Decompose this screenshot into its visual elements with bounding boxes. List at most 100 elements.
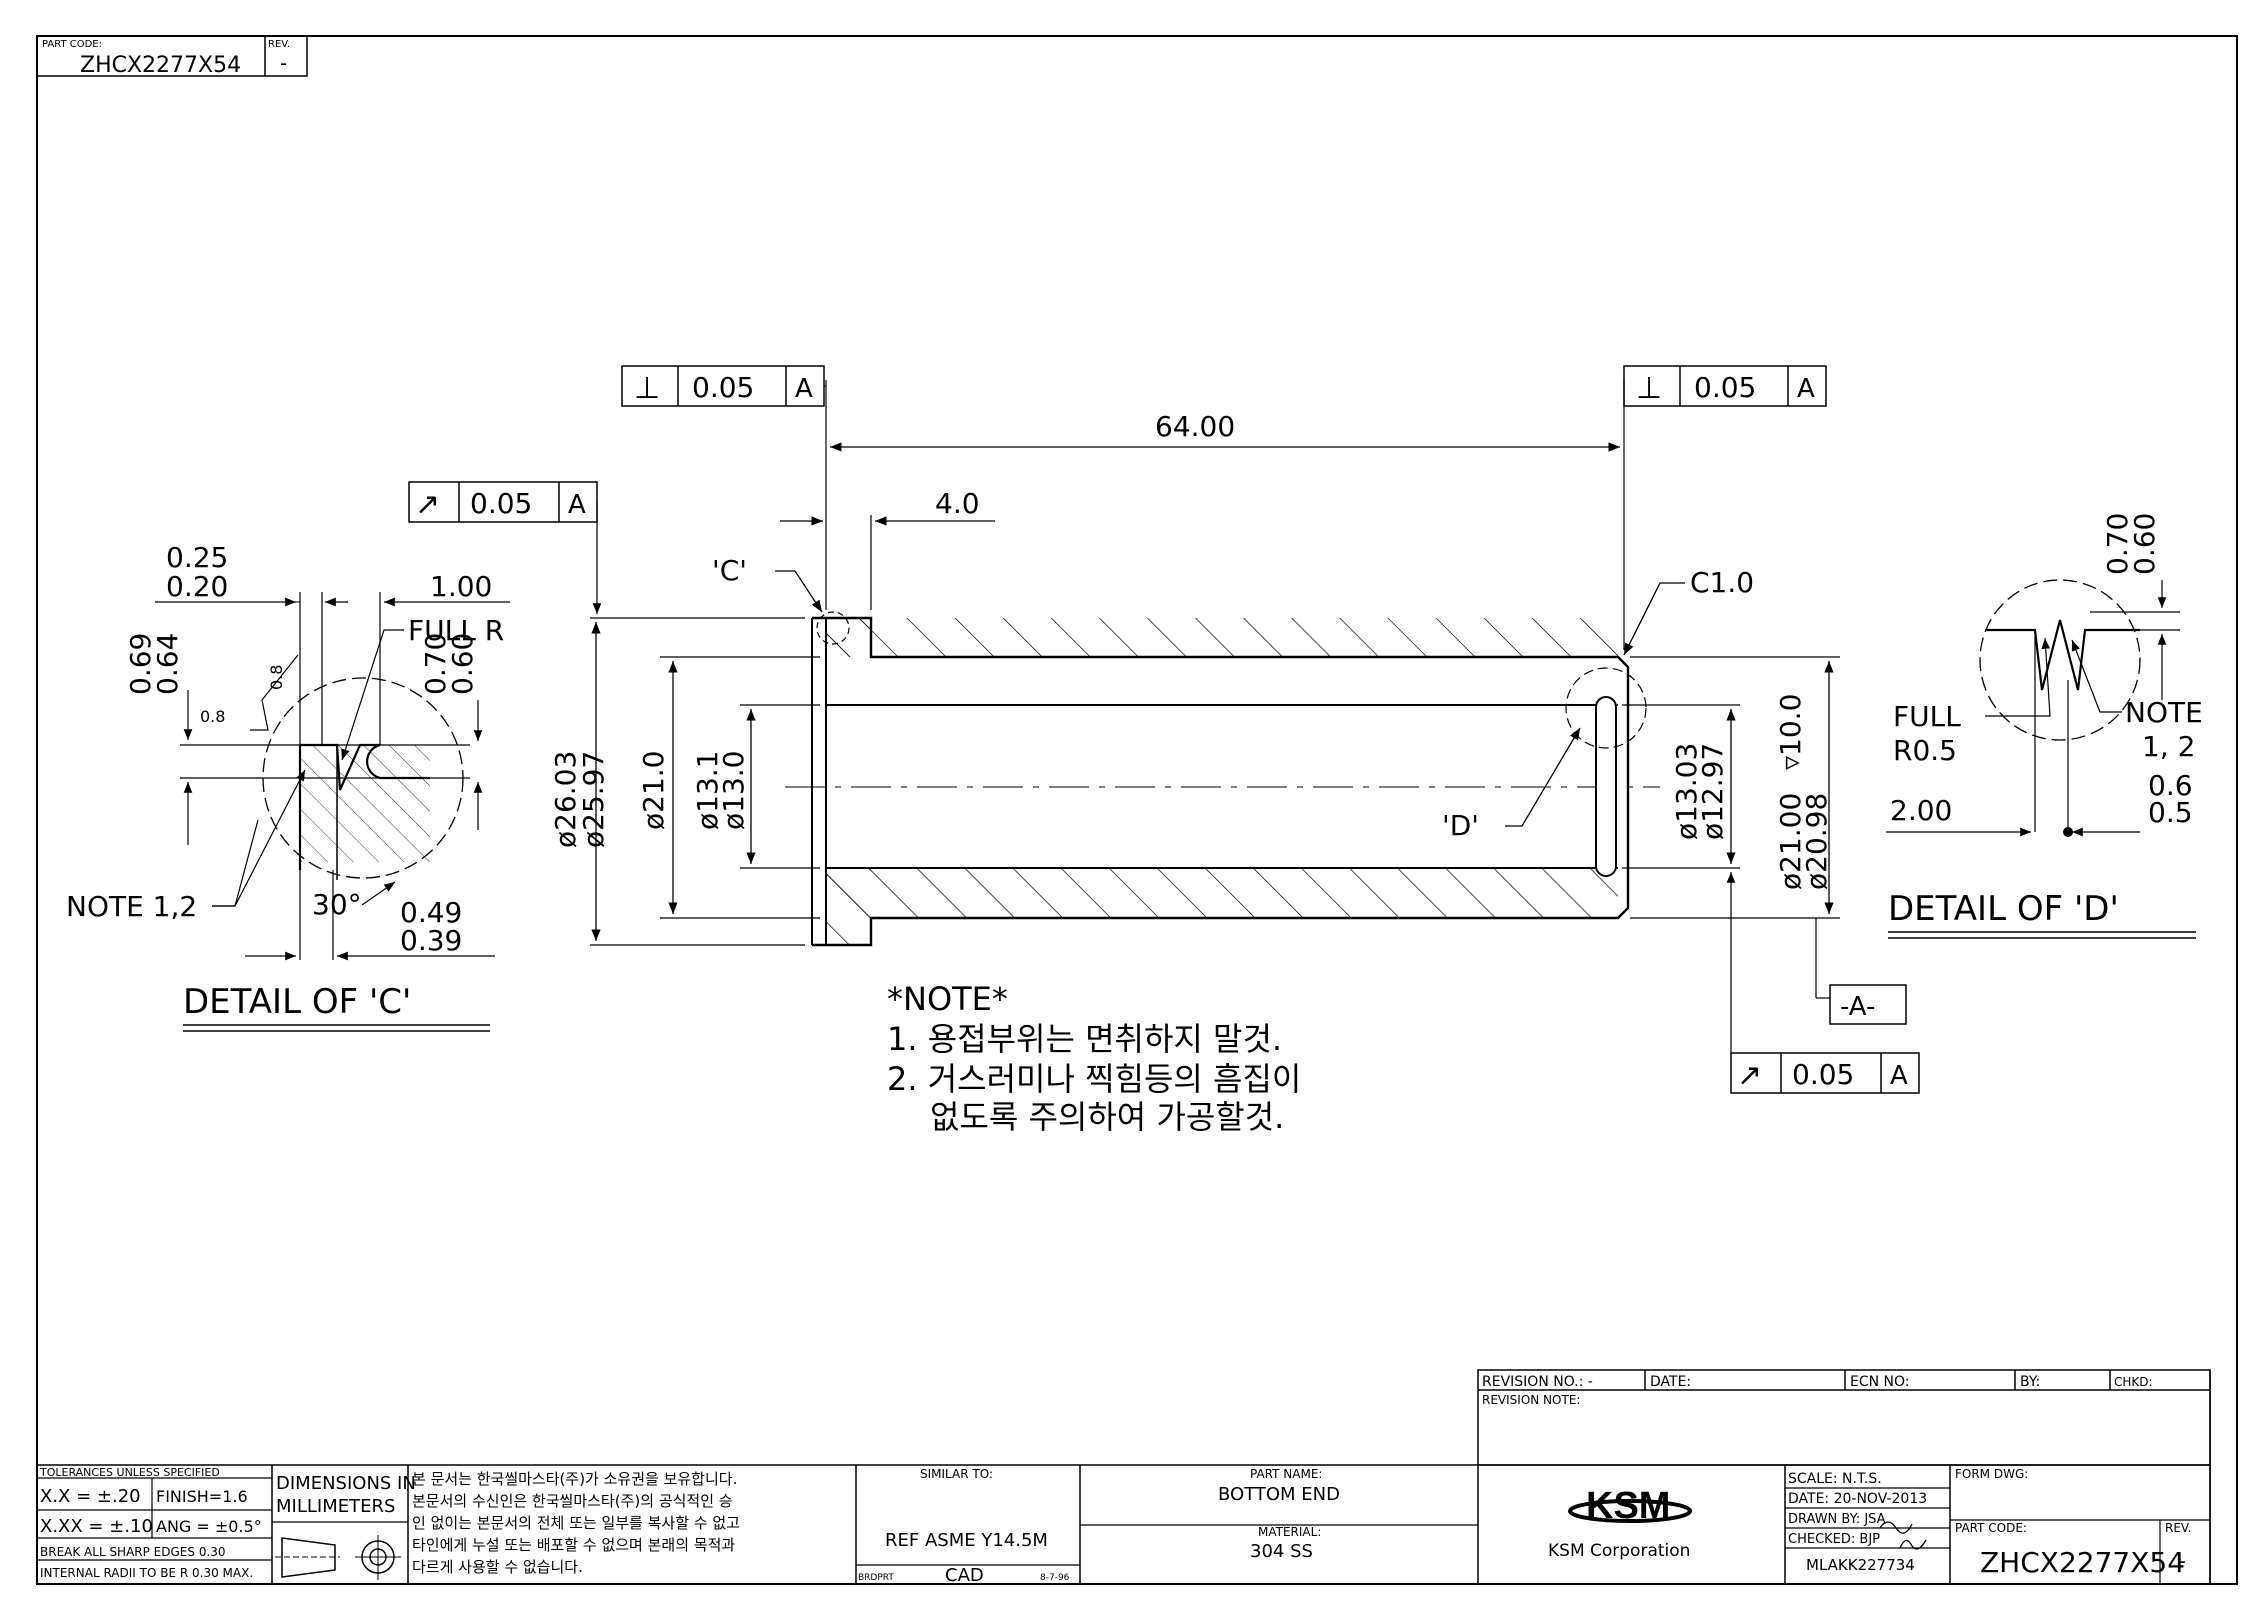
flange-bottom-hatch [826,868,871,945]
dim-length: 64.00 [1155,410,1235,443]
svg-text:FORM DWG:: FORM DWG: [1955,1467,2028,1481]
svg-text:FULL R: FULL R [408,614,504,647]
datum-a-label: -A- [1840,992,1875,1022]
note-line-3: 없도록 주의하여 가공할것. [930,1098,1284,1136]
svg-text:BREAK ALL SHARP EDGES 0.30: BREAK ALL SHARP EDGES 0.30 [40,1545,226,1559]
main-section-view: 64.00 4.0 ø26.03 ø25.97 ø21.0 ø13.1 ø13.… [408,365,1920,1094]
projection-cone-icon [281,1537,336,1578]
svg-text:A: A [795,374,813,404]
svg-text:30°: 30° [312,888,362,921]
svg-text:다르게 사용할 수 없습니다.: 다르게 사용할 수 없습니다. [412,1558,583,1576]
gdt-perpendicularity-right: ⊥ 0.05 A [1623,365,1827,407]
dim-od-lower: ø25.97 [577,751,610,848]
svg-text:0.8: 0.8 [267,665,286,690]
svg-text:SIMILAR TO:: SIMILAR TO: [920,1467,993,1481]
dim-flange-width: 4.0 [935,487,980,520]
dim-right-od-lower: ø20.98 [1800,793,1833,890]
detail-d-title: DETAIL OF 'D' [1888,889,2119,929]
svg-text:2.00: 2.00 [1890,794,1952,827]
dim-right-od-depth: ▿10.0 [1774,694,1807,770]
notes-header: *NOTE* [887,980,1008,1018]
svg-text:A: A [1797,374,1815,404]
svg-text:0.8: 0.8 [200,707,225,726]
svg-text:BRDPRT: BRDPRT [858,1573,894,1583]
dim-right-bore-upper: ø13.03 [1670,743,1703,840]
svg-text:0.6: 0.6 [2148,769,2193,802]
part-code-value: ZHCX2277X54 [80,53,241,78]
svg-text:CAD: CAD [945,1565,984,1586]
svg-text:0.25: 0.25 [166,541,228,574]
part-code-header: PART CODE: ZHCX2277X54 REV. - [36,35,308,78]
svg-text:R0.5: R0.5 [1893,734,1957,767]
gdt-runout-bottom: ↗ 0.05 A [1730,1052,1920,1094]
svg-text:0.69: 0.69 [124,633,157,695]
svg-text:REF ASME Y14.5M: REF ASME Y14.5M [885,1530,1048,1551]
svg-text:0.05: 0.05 [1792,1058,1854,1091]
note-line-2: 2. 거스러미나 찍힘등의 흠집이 [887,1060,1301,1098]
detail-c-title: DETAIL OF 'C' [183,982,411,1022]
svg-text:A: A [1890,1061,1908,1091]
svg-text:SCALE: N.T.S.: SCALE: N.T.S. [1788,1471,1882,1487]
part-code-rev-label: REV. [268,39,290,50]
svg-text:CHKD:: CHKD: [2114,1375,2153,1389]
svg-text:MATERIAL:: MATERIAL: [1258,1525,1321,1539]
svg-text:DIMENSIONS IN: DIMENSIONS IN [276,1473,416,1494]
svg-text:KSM Corporation: KSM Corporation [1548,1541,1690,1561]
title-block: TOLERANCES UNLESS SPECIFIED X.X = ±.20 F… [36,1464,2211,1586]
dim-bore-upper: ø13.1 [691,751,724,830]
flange-top-hatch [826,618,871,657]
groove-d [1595,696,1617,877]
svg-text:↗: ↗ [1737,1058,1762,1093]
svg-text:0.5: 0.5 [2148,796,2193,829]
title-part-code: ZHCX2277X54 [1980,1546,2185,1579]
datum-a-frame [1829,984,1907,1025]
svg-text:0.49: 0.49 [400,896,462,929]
svg-text:0.20: 0.20 [166,570,228,603]
dim-right-bore-lower: ø12.97 [1696,743,1729,840]
svg-text:0.70: 0.70 [2101,513,2134,575]
svg-text:MILLIMETERS: MILLIMETERS [276,1496,395,1517]
dim-bore-lower: ø13.0 [717,751,750,830]
wall-top-hatch [826,618,1618,657]
svg-text:DATE:: DATE: [1650,1374,1691,1390]
svg-text:0.05: 0.05 [1694,371,1756,404]
notes-block: *NOTE* 1. 용접부위는 면취하지 말것. 2. 거스러미나 찍힘등의 흠… [887,980,1301,1136]
svg-text:1, 2: 1, 2 [2142,730,2195,763]
svg-text:ANG = ±0.5°: ANG = ±0.5° [156,1517,262,1536]
svg-text:MLAKK227734: MLAKK227734 [1806,1556,1915,1574]
detail-d-callout: 'D' [1442,809,1479,842]
svg-text:↗: ↗ [415,487,440,522]
svg-text:0.39: 0.39 [400,924,462,957]
svg-text:0.05: 0.05 [470,487,532,520]
svg-text:PART CODE:: PART CODE: [1955,1521,2027,1535]
svg-text:인 없이는 본문서의 전체 또는 일부를 복사할 수 없고: 인 없이는 본문서의 전체 또는 일부를 복사할 수 없고 [412,1514,740,1532]
part-code-rev-value: - [280,51,287,75]
svg-text:0.05: 0.05 [692,371,754,404]
svg-text:X.X = ±.20: X.X = ±.20 [40,1486,141,1507]
svg-text:0.70: 0.70 [419,633,452,695]
gdt-perpendicularity-left: ⊥ 0.05 A [621,365,825,407]
svg-text:⊥: ⊥ [1636,371,1662,406]
svg-text:FINISH=1.6: FINISH=1.6 [156,1487,248,1506]
svg-text:⊥: ⊥ [634,371,660,406]
svg-text:ECN NO:: ECN NO: [1850,1374,1910,1390]
signature-mark [1879,1521,1927,1550]
ksm-logo: KSM [1586,1485,1670,1527]
svg-text:DRAWN BY: JSA: DRAWN BY: JSA [1788,1512,1886,1527]
detail-c-callout: 'C' [712,554,747,587]
svg-text:1.00: 1.00 [430,570,492,603]
chamfer-label: C1.0 [1690,566,1754,599]
svg-text:REVISION NOTE:: REVISION NOTE: [1482,1393,1580,1407]
svg-text:본문서의 수신인은 한국씰마스타(주)의 공식적인 승: 본문서의 수신인은 한국씰마스타(주)의 공식적인 승 [412,1492,733,1510]
detail-c-view: 0.25 0.20 1.00 FULL R 0.69 0.64 0.70 0.6… [66,541,510,1032]
svg-text:TOLERANCES UNLESS SPECIFIED: TOLERANCES UNLESS SPECIFIED [39,1466,220,1479]
dim-od-upper: ø26.03 [549,751,582,848]
svg-text:-: - [2178,1549,2186,1574]
svg-text:CHECKED: BJP: CHECKED: BJP [1788,1532,1880,1547]
svg-text:본 문서는 한국씰마스타(주)가 소유권을 보유합니다.: 본 문서는 한국씰마스타(주)가 소유권을 보유합니다. [412,1470,737,1488]
svg-text:BY:: BY: [2020,1374,2040,1390]
gdt-runout-left: ↗ 0.05 A [408,481,598,523]
revision-block: REVISION NO.: - DATE: ECN NO: BY: CHKD: … [1477,1369,2211,1466]
svg-text:A: A [568,490,586,520]
